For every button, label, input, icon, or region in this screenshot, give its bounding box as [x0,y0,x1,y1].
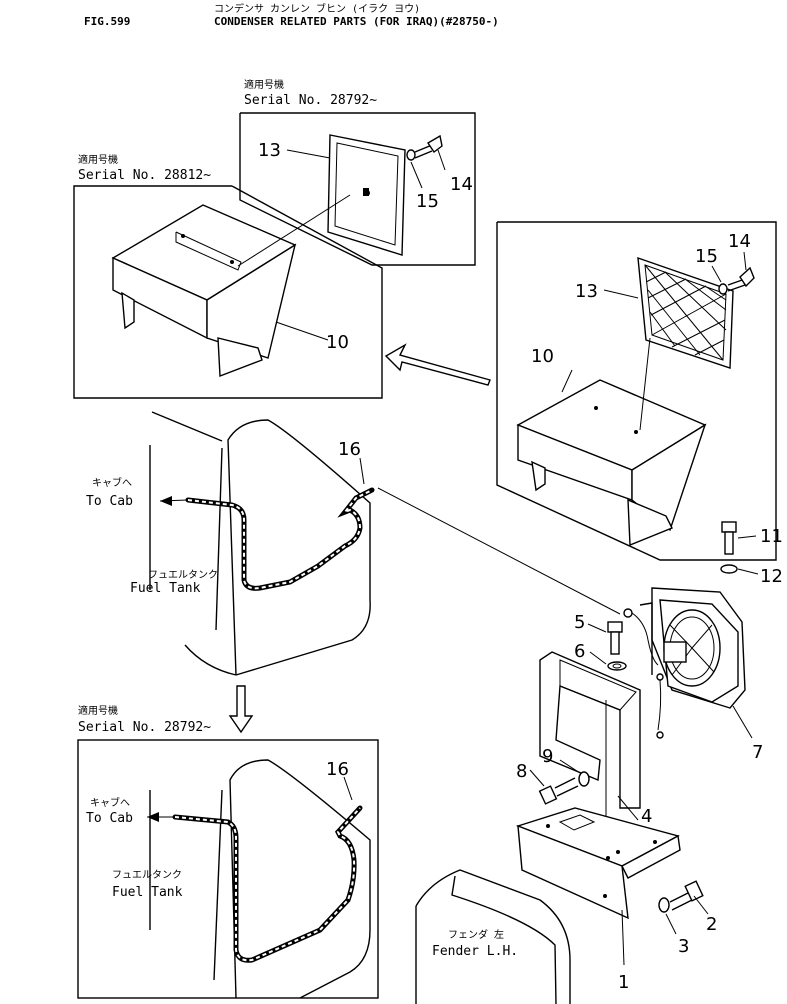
callout-8: 8 [516,761,527,782]
figure-number: FIG.599 [84,15,130,28]
title-japanese: コンデンサ カンレン ブヒン (イラク ヨウ) [214,2,420,15]
to-cab-upper: To Cab [86,494,133,509]
serial-2-label: Serial No. 28812~ [78,168,211,183]
fuel-tank-jp-lower: フュエルタンク [112,869,182,881]
fuel-tank-label-upper: Fuel Tank [130,581,201,596]
bracket [539,651,641,835]
callout-1: 1 [618,972,629,993]
callout-9: 9 [542,746,553,767]
fender [415,869,571,1004]
serial-box-2 [73,185,383,399]
serial-3-label: Serial No. 28792~ [78,720,211,735]
callout-16-lower: 16 [326,759,349,780]
bolt-8 [529,759,590,805]
serial-box-3 [77,739,379,999]
callout-4: 4 [641,806,652,827]
fuel-tank-upper [149,411,621,676]
bolt-2 [658,880,709,935]
callout-13-right: 13 [575,281,598,302]
callout-10-left: 10 [326,332,349,353]
base-plate [515,807,681,966]
callout-14-right: 14 [728,231,751,252]
diagram-title: CONDENSER RELATED PARTS (FOR IRAQ)(#2875… [214,15,499,28]
fender-jp: フェンダ 左 [448,928,504,941]
callout-16-upper: 16 [338,439,361,460]
callout-7: 7 [752,742,763,763]
callout-5: 5 [574,612,585,633]
direction-arrow [384,343,491,386]
callout-13-top: 13 [258,140,281,161]
to-cab-lower: To Cab [86,811,133,826]
callout-15-right: 15 [695,246,718,267]
callout-11: 11 [760,526,783,547]
fuel-tank-jp-upper: フュエルタンク [148,569,218,581]
fuel-tank-label-lower: Fuel Tank [112,885,183,900]
callout-12: 12 [760,566,783,587]
to-cab-jp-upper: キャブへ [92,476,132,489]
to-cab-jp-lower: キャブへ [90,796,130,809]
callout-14-top: 14 [450,174,473,195]
fender-label: Fender L.H. [432,944,518,959]
serial-2-jp: 適用号機 [78,153,118,166]
right-box [496,221,777,561]
callout-2: 2 [706,914,717,935]
down-arrow [228,685,254,734]
condenser-unit [623,587,753,739]
serial-1-jp: 適用号機 [244,78,284,91]
bolt-11 [720,521,759,575]
callout-15-top: 15 [416,191,439,212]
callout-6: 6 [574,641,585,662]
serial-1-label: Serial No. 28792~ [244,93,377,108]
callout-3: 3 [678,936,689,957]
bolt-5 [587,621,627,671]
callout-10-right: 10 [531,346,554,367]
serial-3-jp: 適用号機 [78,704,118,717]
serial-box-1 [239,112,476,266]
